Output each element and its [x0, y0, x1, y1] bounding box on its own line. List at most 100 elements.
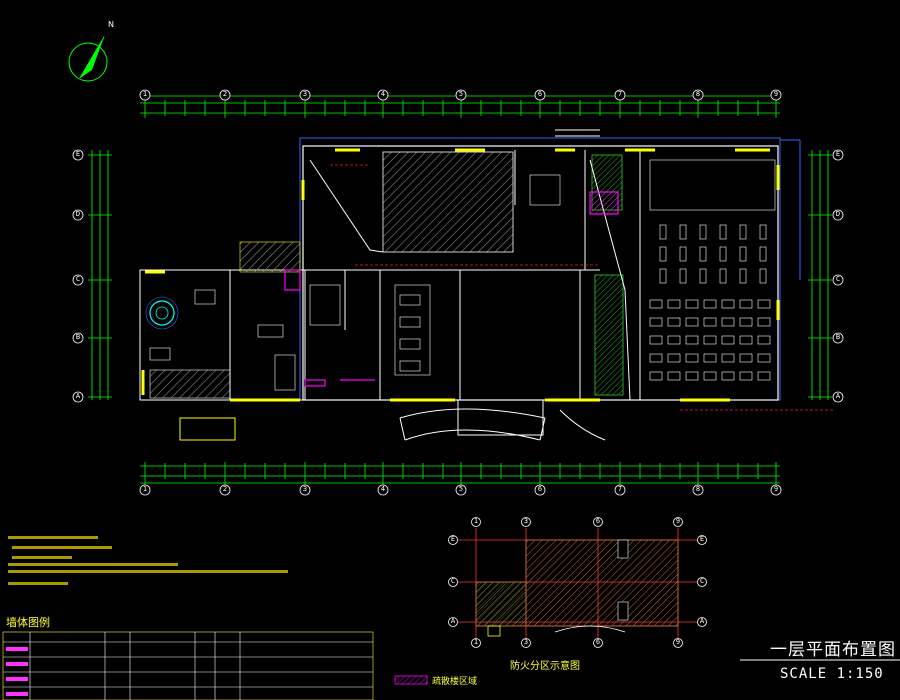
fire-axis-row-right-C-label: C: [699, 577, 705, 585]
desk: [649, 371, 663, 381]
desk: [739, 353, 753, 363]
axis-col-top-2-label: 2: [222, 90, 228, 98]
axis-row-left-D-bubble: [72, 209, 84, 221]
entrance-canopy: [399, 399, 606, 441]
shelf: [739, 246, 747, 262]
axis-col-bottom-1-label: 1: [142, 485, 148, 493]
axis-col-top-3-label: 3: [302, 90, 308, 98]
shelf: [679, 224, 687, 240]
desk: [757, 299, 771, 309]
shelf: [759, 268, 767, 284]
fire-axis-col-bottom-9-label: 9: [675, 638, 681, 646]
axis-row-left-B-label: B: [75, 333, 81, 341]
stair-hatch-3: [239, 241, 301, 273]
fire-axis-row-left-E-label: E: [450, 535, 456, 543]
legend-swatches: [6, 647, 28, 696]
fire-axis-row-right-A-label: A: [699, 617, 705, 625]
axis-col-top-1-bubble: [139, 89, 151, 101]
desk: [721, 371, 735, 381]
north-label: N: [108, 20, 114, 29]
booth: [399, 338, 421, 350]
fire-axis-row-left-A-bubble: [448, 617, 458, 627]
shelf: [699, 246, 707, 262]
fire-axis-row-left-A-label: A: [450, 617, 456, 625]
fire-axis-row-right-E-bubble: [697, 535, 707, 545]
desk: [649, 299, 663, 309]
axis-col-bottom-3-bubble: [299, 484, 311, 496]
building-outline: [139, 129, 801, 401]
axis-row-right-A-label: A: [835, 392, 841, 400]
shelf: [679, 268, 687, 284]
axis-col-bottom-5-label: 5: [458, 485, 464, 493]
desk: [685, 317, 699, 327]
booth: [399, 360, 421, 372]
axis-col-top-7-label: 7: [617, 90, 623, 98]
axis-col-bottom-4-label: 4: [380, 485, 386, 493]
axis-row-left-A-label: A: [75, 392, 81, 400]
shelf: [679, 246, 687, 262]
axis-col-bottom-9-bubble: [770, 484, 782, 496]
desk: [703, 371, 717, 381]
axis-col-top-6-label: 6: [537, 90, 543, 98]
fire-axis-col-bottom-6-bubble: [593, 638, 603, 648]
entry-step: [179, 417, 236, 441]
fire-zone-diagram: [455, 528, 700, 638]
fire-axis-col-bottom-3-label: 3: [523, 638, 529, 646]
axis-col-top-4-label: 4: [380, 90, 386, 98]
axis-row-left-B-bubble: [72, 332, 84, 344]
right-dimension-lines: [811, 150, 829, 400]
fire-zone-legend-label: 疏散楼区域: [432, 677, 478, 687]
axis-col-bottom-2-bubble: [219, 484, 231, 496]
shelf: [659, 224, 667, 240]
fire-axis-col-bottom-1-label: 1: [473, 638, 479, 646]
axis-col-bottom-9-label: 9: [773, 485, 779, 493]
axis-row-left-E-label: E: [75, 150, 81, 158]
fire-axis-row-right-A-bubble: [697, 617, 707, 627]
axis-col-bottom-4-bubble: [377, 484, 389, 496]
north-arrow-icon: [68, 36, 108, 82]
axis-row-left-D-label: D: [75, 210, 81, 218]
fire-zone-caption: 防火分区示意图: [510, 661, 580, 672]
booth: [399, 316, 421, 328]
round-table-icon: [145, 296, 179, 330]
fire-axis-col-top-9-label: 9: [675, 517, 681, 525]
desk: [703, 353, 717, 363]
terrace-hatch: [149, 369, 231, 399]
desk: [757, 335, 771, 345]
shelf: [659, 246, 667, 262]
axis-row-left-C-bubble: [72, 274, 84, 286]
axis-col-top-4-bubble: [377, 89, 389, 101]
fire-axis-row-right-E-label: E: [699, 535, 705, 543]
axis-col-top-9-bubble: [770, 89, 782, 101]
axis-col-top-5-bubble: [455, 89, 467, 101]
axis-col-bottom-5-bubble: [455, 484, 467, 496]
desk: [685, 335, 699, 345]
axis-col-bottom-8-bubble: [692, 484, 704, 496]
fire-axis-col-top-9-bubble: [673, 517, 683, 527]
desk-grid: [399, 224, 771, 381]
axis-col-bottom-6-label: 6: [537, 485, 543, 493]
axis-col-top-5-label: 5: [458, 90, 464, 98]
axis-row-right-E-bubble: [832, 149, 844, 161]
shelf: [659, 268, 667, 284]
shelf: [719, 268, 727, 284]
axis-col-bottom-8-label: 8: [695, 485, 701, 493]
fire-axis-col-top-6-label: 6: [595, 517, 601, 525]
axis-col-top-9-label: 9: [773, 90, 779, 98]
axis-col-top-3-bubble: [299, 89, 311, 101]
fire-axis-col-top-3-label: 3: [523, 517, 529, 525]
desk: [739, 335, 753, 345]
desk: [757, 317, 771, 327]
red-guide-lines: [330, 164, 835, 411]
shelf: [699, 268, 707, 284]
shelf: [759, 246, 767, 262]
axis-col-bottom-7-bubble: [614, 484, 626, 496]
fire-axis-row-left-E-bubble: [448, 535, 458, 545]
fire-axis-col-bottom-1-bubble: [471, 638, 481, 648]
shelf: [739, 224, 747, 240]
desk: [739, 299, 753, 309]
booth: [399, 294, 421, 306]
shelf: [759, 224, 767, 240]
desk: [649, 317, 663, 327]
fire-axis-col-bottom-9-bubble: [673, 638, 683, 648]
